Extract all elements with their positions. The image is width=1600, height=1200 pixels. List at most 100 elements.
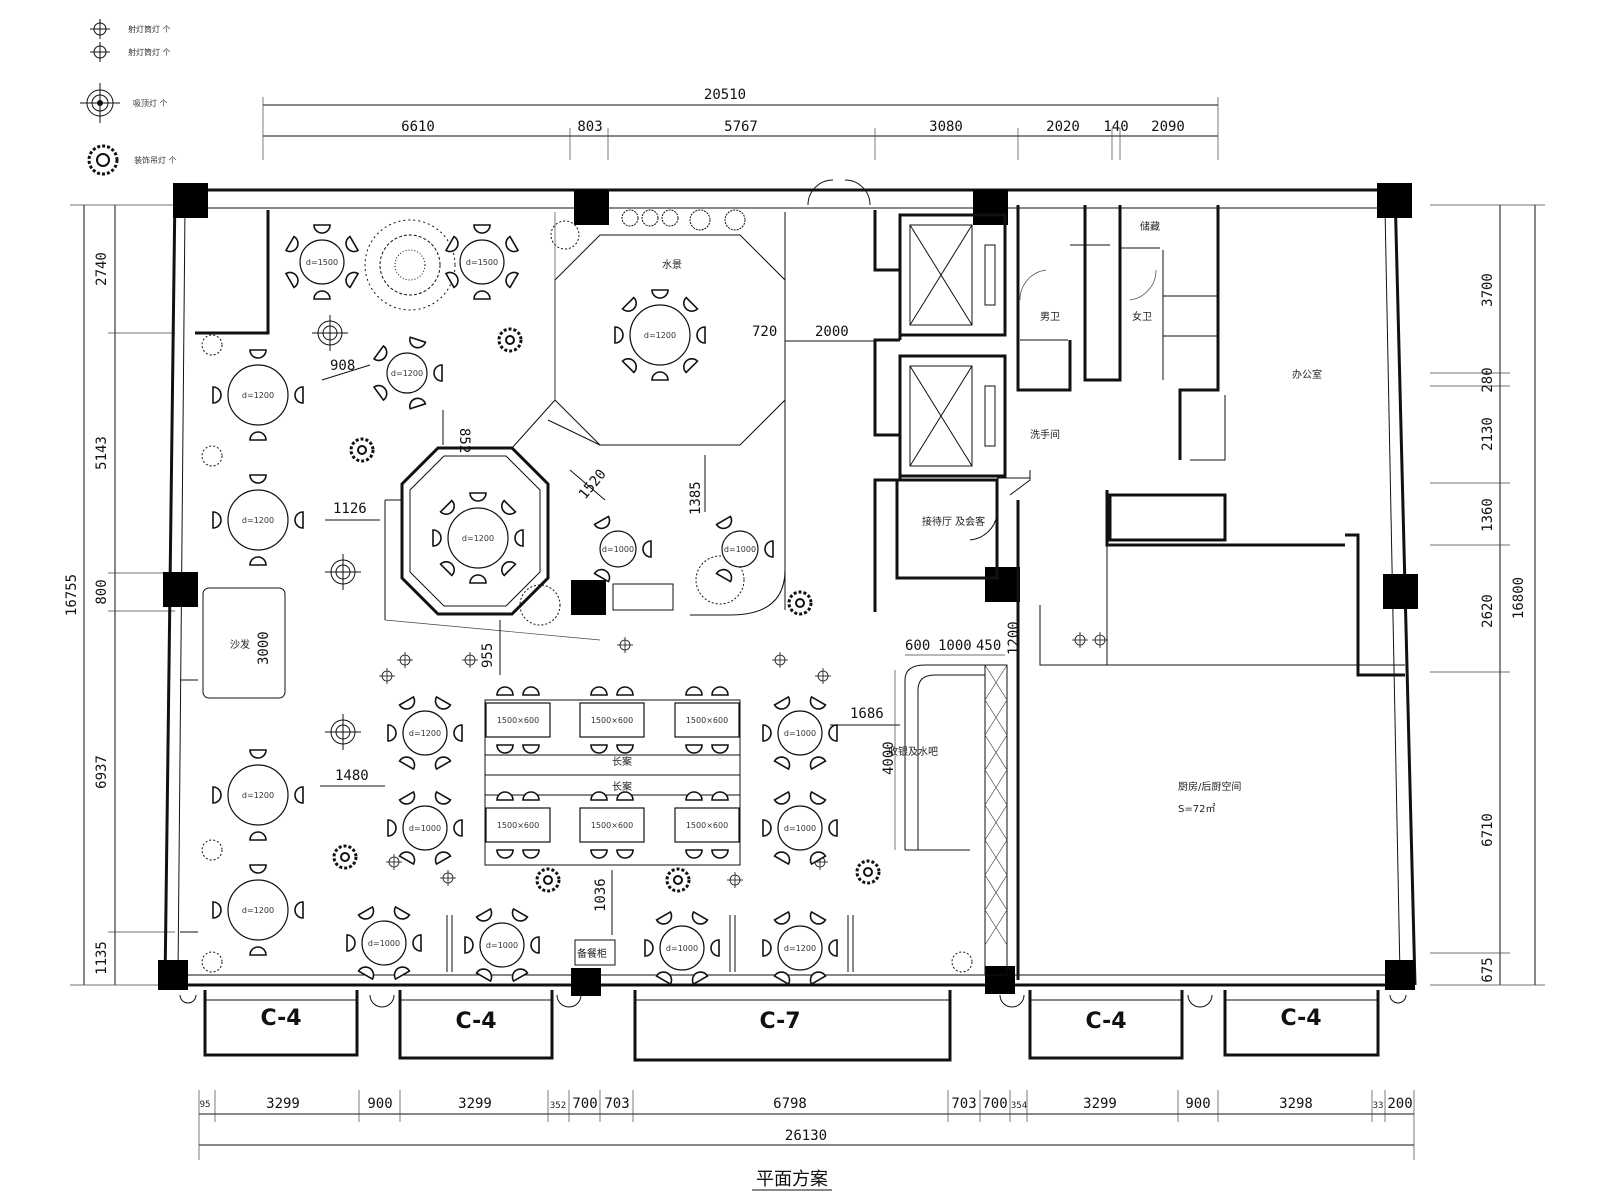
chair [501,561,517,577]
table-label: d=1200 [644,331,676,340]
table-label: d=1200 [242,391,274,400]
chair [809,695,827,710]
round-table [227,879,289,941]
window-tag: C-4 [260,1006,301,1031]
decor-lamp-icon [349,437,375,463]
round-table [447,507,509,569]
chair [715,515,733,530]
chair [372,344,388,362]
chair [294,386,304,404]
room-label-kitchen: 厨房/后厨空间 [1178,780,1241,793]
downlight-icon [440,870,456,886]
rect-table [485,807,551,843]
dim-bottom: 200 [1387,1096,1412,1112]
chair [644,939,654,957]
round-table [599,530,637,568]
dim-interior: 720 [752,324,777,340]
dim-right: 6710 [1480,813,1496,847]
chair [715,568,733,583]
chair [655,971,673,986]
table-label: d=1000 [486,941,518,950]
dim-bottom: 3298 [1279,1096,1313,1112]
table-label: d=1000 [784,729,816,738]
dim-left: 5143 [94,436,110,470]
chair [651,371,669,381]
dim-bottom: 3299 [458,1096,492,1112]
decor-lamp-icon [87,144,119,176]
dim-interior: 955 [480,643,496,668]
chair [398,756,416,771]
shrub-icon [519,584,561,626]
dim-top: 140 [1103,119,1128,135]
dim-right-total: 16800 [1511,577,1527,619]
chair [294,511,304,529]
chair [522,686,540,696]
chair [453,724,463,742]
chair [412,934,422,952]
dim-bottom: 700 [572,1096,597,1112]
chair [773,790,791,805]
dim-bottom: 33 [1373,1101,1384,1111]
chair [710,939,720,957]
dim-interior: 1686 [850,706,884,722]
downlight-icon [815,668,831,684]
chair [616,849,634,859]
table-label: d=1200 [391,369,423,378]
downlight-icon [1092,632,1108,648]
room-label-counter: 长案 [612,755,632,768]
downlight-icon [617,637,633,653]
decor-lamp-icon [497,327,523,353]
dim-right: 280 [1480,367,1496,392]
chair [432,529,442,547]
chair [398,790,416,805]
ceiling-lamp-icon [312,315,348,351]
dim-left-total: 16755 [64,574,80,616]
table-label: d=1200 [242,516,274,525]
legend-label: 射灯筒灯 个 [128,47,171,57]
chair [691,971,709,986]
chair [433,364,443,382]
downlights [379,632,1108,888]
decor-lamp-icon [535,867,561,893]
window-tag: C-4 [1280,1006,1321,1031]
dim-bottom: 900 [1185,1096,1210,1112]
rect-table [579,807,645,843]
chair [685,849,703,859]
chair [473,224,491,234]
chair [434,695,452,710]
table-label: d=1000 [368,939,400,948]
room-label-womens: 女卫 [1132,310,1152,323]
dim-right: 2620 [1480,594,1496,628]
room-labels: 男卫 女卫 储藏 办公室 洗手间 接待厅 及会客 厨房/后厨空间 S=72㎡ 收… [230,220,1322,960]
round-table [227,489,289,551]
dim-bottom: 6798 [773,1096,807,1112]
chair [614,326,624,344]
dim-bottom: 900 [367,1096,392,1112]
bottom-dimensions: 95 3299 900 3299 352 700 703 6798 703 70… [198,1090,1415,1160]
chair [762,939,772,957]
dim-left: 800 [94,579,110,604]
rect-table [674,807,740,843]
chair [284,235,299,253]
downlight-icon [386,854,402,870]
table-label: d=1200 [242,791,274,800]
left-dimensions: 16755 2740 5143 800 6937 1135 [64,204,175,986]
chair [475,968,493,983]
chair [444,235,459,253]
dim-bottom: 700 [982,1096,1007,1112]
decor-lamps [332,327,881,893]
chair [773,971,791,986]
chair [372,384,388,402]
chair [212,786,222,804]
chair [434,756,452,771]
dim-bottom: 352 [550,1101,566,1111]
chair [685,686,703,696]
chair [345,235,360,253]
chair [249,349,267,359]
dim-right: 675 [1480,957,1496,982]
decor-lamp-icon [665,867,691,893]
chair [621,358,637,374]
chair [685,791,703,801]
chair [522,791,540,801]
table-label: 1500×600 [591,821,633,830]
